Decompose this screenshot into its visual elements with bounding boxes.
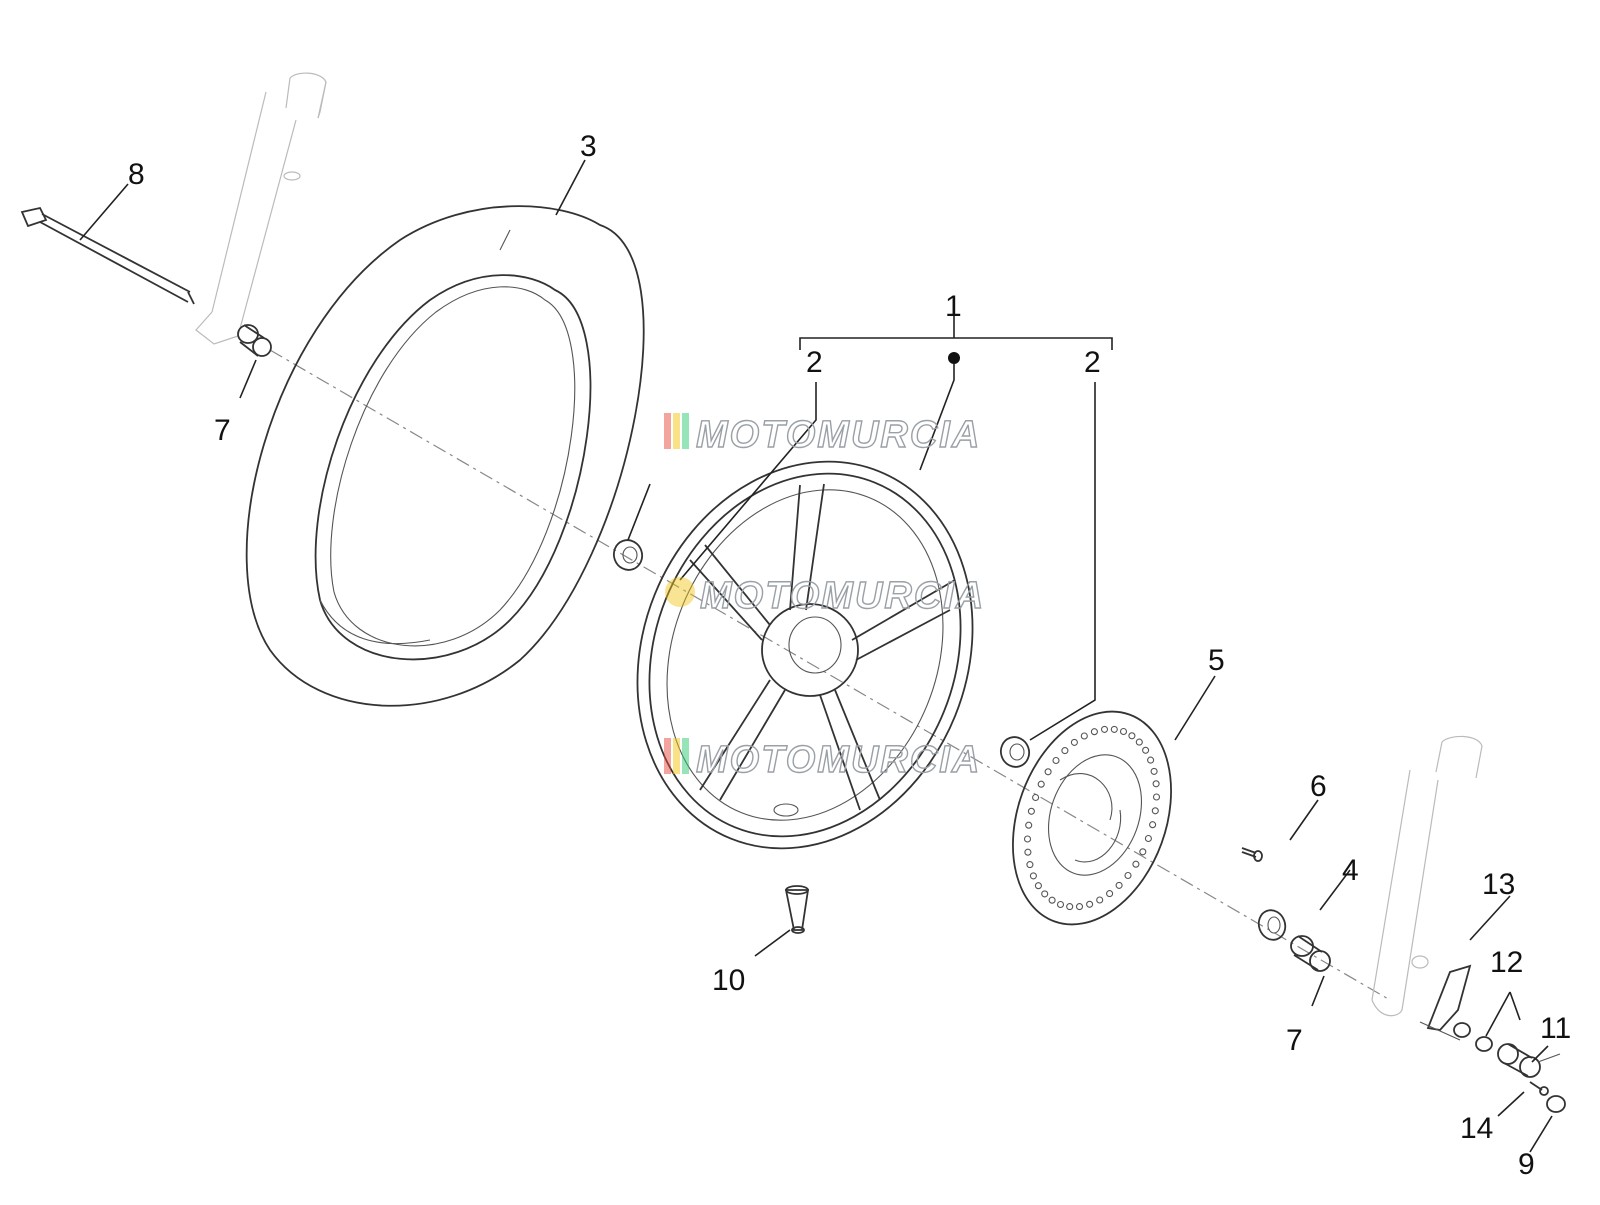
callout-5: 5 [1208, 644, 1225, 677]
watermark-text-1: MOTOMURCIA [696, 414, 981, 456]
disc-hole [1075, 903, 1084, 911]
callout-14: 14 [1460, 1112, 1493, 1145]
disc-hole [1025, 821, 1033, 829]
watermark-1: MOTOMURCIA [664, 413, 981, 457]
disc-hole [1150, 767, 1158, 775]
disc-hole [1119, 727, 1128, 736]
watermark-text-2: MOTOMURCIA [700, 575, 985, 617]
tire-part[interactable] [245, 205, 645, 707]
fork-leg-left-part [195, 72, 327, 345]
watermark-2: MOTOMURCIA [665, 574, 985, 618]
watermark-text-3: MOTOMURCIA [696, 739, 981, 781]
watermark-3: MOTOMURCIA [664, 738, 981, 782]
callout-4: 4 [1342, 854, 1359, 887]
bearing-left-part[interactable] [610, 536, 647, 574]
callout-labels: 8 7 3 1 2 2 5 6 4 13 12 11 14 9 7 10 [128, 130, 1571, 1181]
oil-seal-part[interactable] [1255, 906, 1290, 943]
callout-10: 10 [712, 964, 745, 997]
bullet-dot [948, 352, 960, 364]
disc-hole [1139, 848, 1147, 856]
disc-hole [1132, 860, 1140, 868]
disc-hole [1044, 768, 1052, 776]
callout-11: 11 [1540, 1012, 1571, 1045]
disc-hole [1110, 725, 1118, 733]
disc-hole [1149, 821, 1157, 829]
spacer-left-part[interactable] [237, 324, 272, 357]
callout-6: 6 [1310, 770, 1327, 803]
disc-hole [1034, 882, 1042, 890]
callout-13: 13 [1482, 868, 1515, 901]
disc-hole [1100, 725, 1109, 733]
disc-hole [1147, 756, 1155, 764]
callout-2-left: 2 [806, 346, 823, 379]
disc-hole [1144, 834, 1152, 843]
disc-hole [1152, 780, 1160, 788]
disc-hole [1090, 728, 1098, 736]
wheel-rim-part[interactable] [581, 411, 1030, 900]
disc-hole [1142, 746, 1150, 754]
disc-hole [1029, 872, 1037, 880]
brake-disc-part[interactable] [985, 689, 1199, 946]
disc-hole [1032, 793, 1040, 802]
callout-9: 9 [1518, 1148, 1535, 1181]
disc-hole [1096, 896, 1104, 904]
callout-8: 8 [128, 158, 145, 191]
axle-nut-part[interactable] [1546, 1095, 1566, 1113]
tire-valve-part[interactable] [784, 885, 810, 934]
callout-3: 3 [580, 130, 597, 163]
spacer-right-part[interactable] [1290, 935, 1331, 972]
disc-hole [1135, 738, 1143, 746]
callout-2-right: 2 [1084, 346, 1101, 379]
axle-bolt-part[interactable] [20, 206, 195, 305]
bearing-right-part[interactable] [997, 733, 1034, 771]
sensor-bracket-part[interactable] [1419, 964, 1472, 1041]
disc-hole [1026, 861, 1034, 869]
disc-hole [1041, 890, 1049, 898]
disc-hole [1023, 835, 1032, 843]
leader-lines [79, 159, 1553, 1153]
disc-hole [1128, 732, 1136, 740]
disc-hole [1024, 848, 1032, 856]
callout-1: 1 [945, 290, 962, 323]
disc-hole [1151, 807, 1159, 815]
fork-leg-right-part [1371, 735, 1483, 1017]
disc-screw-part[interactable] [1241, 847, 1263, 862]
disc-hole [1056, 900, 1065, 909]
disc-hole [1037, 780, 1045, 788]
disc-hole [1061, 747, 1069, 755]
callout-7-right: 7 [1286, 1024, 1303, 1057]
callout-12: 12 [1490, 946, 1523, 979]
disc-hole [1106, 890, 1114, 898]
disc-hole [1048, 896, 1056, 904]
disc-hole [1070, 738, 1078, 746]
callout-7-left: 7 [214, 414, 231, 447]
disc-hole [1027, 807, 1035, 815]
disc-hole [1086, 900, 1094, 908]
disc-hole [1115, 881, 1123, 889]
small-screw-part[interactable] [1529, 1081, 1549, 1096]
washers-part[interactable] [1453, 1022, 1493, 1052]
disc-hole [1152, 793, 1161, 801]
disc-hole [1066, 903, 1074, 911]
speed-sensor-part[interactable] [1497, 1043, 1561, 1078]
disc-hole [1052, 756, 1060, 765]
disc-hole [1080, 732, 1088, 740]
disc-hole [1124, 871, 1132, 880]
